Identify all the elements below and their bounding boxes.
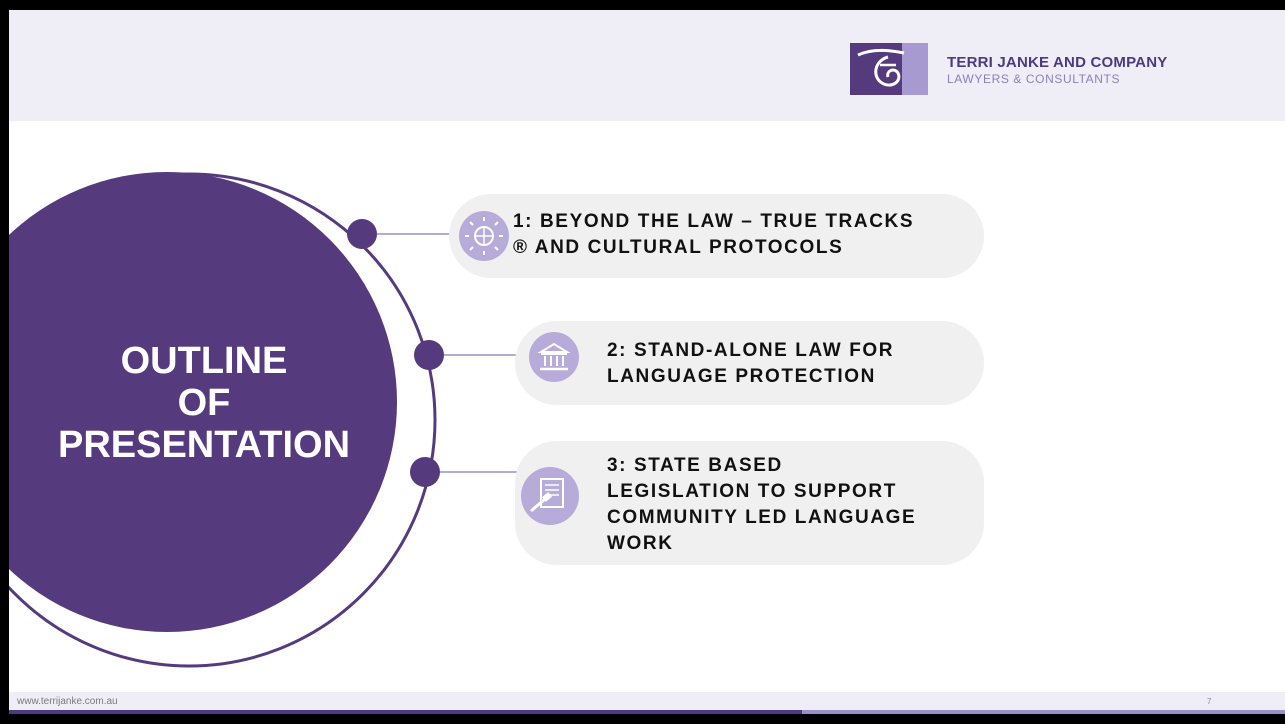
globe-arrows-icon xyxy=(459,211,509,261)
node-dot-3 xyxy=(410,457,440,487)
outline-item-2-label: 2: STAND-ALONE LAW FOR LANGUAGE PROTECTI… xyxy=(607,340,895,387)
tjc-logo-icon xyxy=(850,43,928,95)
right-panel xyxy=(984,121,1285,681)
node-dot-2 xyxy=(414,340,444,370)
document-gavel-icon xyxy=(521,467,579,525)
header-band: TERRI JANKE AND COMPANY LAWYERS & CONSUL… xyxy=(9,10,1285,121)
company-tagline: LAWYERS & CONSULTANTS xyxy=(947,72,1121,86)
outline-graphic xyxy=(9,172,524,668)
outline-item-3: 3: STATE BASED LEGISLATION TO SUPPORT CO… xyxy=(515,441,984,565)
outline-item-1: 1: BEYOND THE LAW – TRUE TRACKS ® AND CU… xyxy=(449,194,984,278)
outline-item-2: 2: STAND-ALONE LAW FOR LANGUAGE PROTECTI… xyxy=(515,321,984,405)
title-circle xyxy=(9,172,397,632)
company-name: TERRI JANKE AND COMPANY xyxy=(947,54,1168,71)
footer-url: www.terrijanke.com.au xyxy=(17,696,118,707)
page-number: 7 xyxy=(1207,697,1212,706)
slide: TERRI JANKE AND COMPANY LAWYERS & CONSUL… xyxy=(9,10,1285,714)
footer-band: www.terrijanke.com.au 7 xyxy=(9,692,1285,714)
slide-title: OUTLINE OF PRESENTATION xyxy=(57,340,351,466)
bottom-accent-bar-dark xyxy=(9,710,802,714)
outline-item-1-label: 1: BEYOND THE LAW – TRUE TRACKS ® AND CU… xyxy=(513,211,915,258)
courthouse-icon xyxy=(529,332,579,382)
outline-item-3-label: 3: STATE BASED LEGISLATION TO SUPPORT CO… xyxy=(607,455,917,554)
bottom-accent-bar-light xyxy=(802,710,1285,714)
node-dot-1 xyxy=(347,219,377,249)
